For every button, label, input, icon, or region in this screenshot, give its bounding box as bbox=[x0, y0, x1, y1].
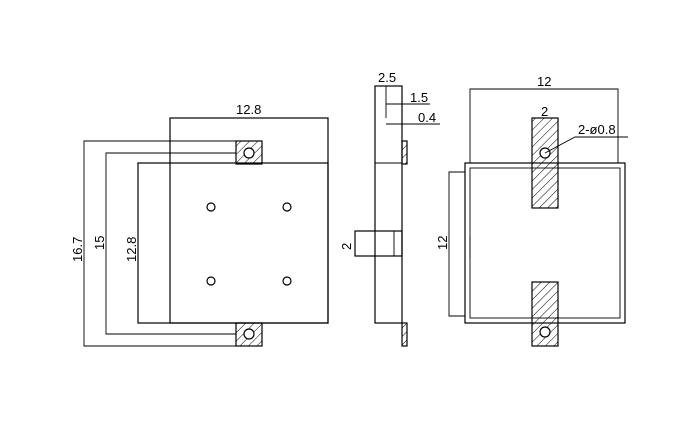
side-top-terminal bbox=[401, 140, 408, 165]
front-view: 12.8 16.7 15 12.8 bbox=[70, 102, 329, 347]
top-hole-leader bbox=[544, 136, 628, 154]
front-height-label-middle: 15 bbox=[92, 236, 107, 250]
front-height-dimension-middle bbox=[105, 152, 236, 335]
side-body bbox=[374, 85, 403, 324]
mount-hole bbox=[282, 202, 292, 212]
mount-hole bbox=[206, 202, 216, 212]
side-pin bbox=[354, 230, 403, 257]
top-width-label: 12 bbox=[537, 74, 551, 89]
top-left-notch bbox=[448, 171, 465, 317]
top-height-label: 12 bbox=[435, 236, 450, 250]
front-height-label-outer: 16.7 bbox=[70, 237, 85, 262]
top-view: 12 2 2-ø0.8 12 bbox=[435, 74, 628, 347]
front-height-label-inner: 12.8 bbox=[124, 237, 139, 262]
top-width-dimension-line bbox=[469, 88, 619, 163]
mount-hole bbox=[282, 276, 292, 286]
front-main-plate bbox=[137, 162, 329, 324]
front-bottom-terminal-hole bbox=[243, 328, 255, 340]
side-view: 2.5 1.5 0.4 2 bbox=[339, 70, 440, 347]
side-dim-0-4-label: 0.4 bbox=[418, 110, 436, 125]
top-pin-lower-hole bbox=[539, 326, 551, 338]
side-dim-1-5-label: 1.5 bbox=[410, 90, 428, 105]
front-width-dimension-line bbox=[169, 117, 329, 163]
top-pin-width-label: 2 bbox=[541, 104, 548, 119]
top-pin-upper bbox=[531, 117, 559, 209]
side-pin-height-label: 2 bbox=[339, 243, 354, 250]
front-height-dimension-outer bbox=[83, 140, 236, 347]
side-dim-2-5-label: 2.5 bbox=[378, 70, 396, 85]
front-top-terminal-hole bbox=[243, 147, 255, 159]
mount-hole bbox=[206, 276, 216, 286]
front-width-label: 12.8 bbox=[236, 102, 261, 117]
side-bottom-terminal bbox=[401, 322, 408, 347]
top-hole-label: 2-ø0.8 bbox=[578, 122, 616, 137]
